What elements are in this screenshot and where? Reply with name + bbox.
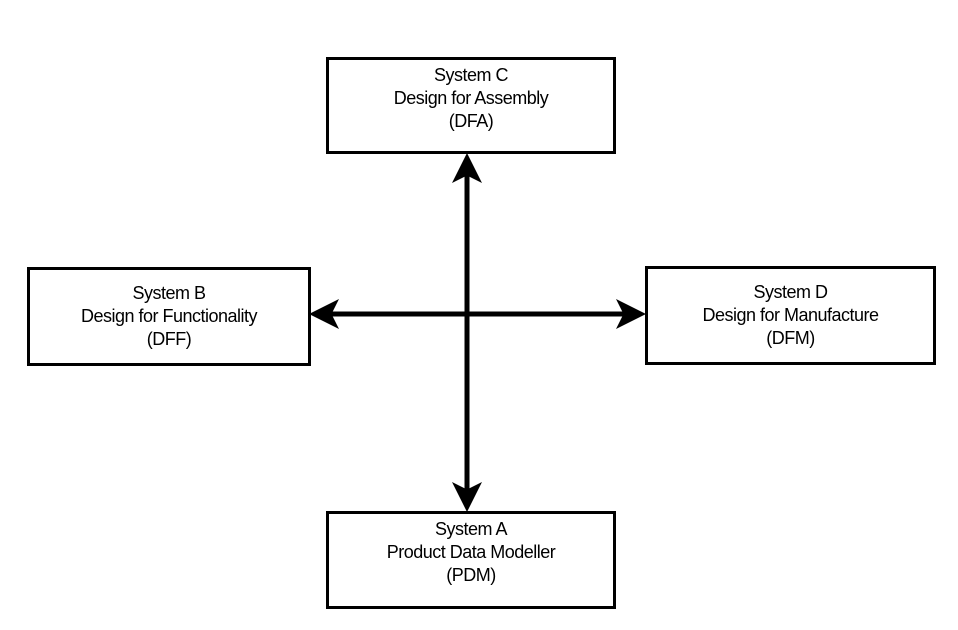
- system-c-box: System C Design for Assembly (DFA): [326, 57, 616, 154]
- system-b-name: Design for Functionality: [80, 306, 258, 326]
- system-c-abbr: (DFA): [448, 111, 494, 131]
- system-d-abbr: (DFM): [766, 328, 815, 348]
- system-c-name: Design for Assembly: [393, 88, 549, 108]
- system-b-abbr: (DFF): [146, 329, 192, 349]
- system-a-title: System A: [434, 519, 508, 539]
- system-b-title: System B: [132, 283, 206, 303]
- system-c-title: System C: [433, 65, 509, 85]
- system-d-box: System D Design for Manufacture (DFM): [645, 266, 936, 365]
- system-d-name: Design for Manufacture: [702, 305, 879, 325]
- system-a-box: System A Product Data Modeller (PDM): [326, 511, 616, 609]
- system-b-box: System B Design for Functionality (DFF): [27, 267, 311, 366]
- system-a-abbr: (PDM): [446, 565, 496, 585]
- system-d-title: System D: [753, 282, 828, 302]
- system-a-name: Product Data Modeller: [386, 542, 556, 562]
